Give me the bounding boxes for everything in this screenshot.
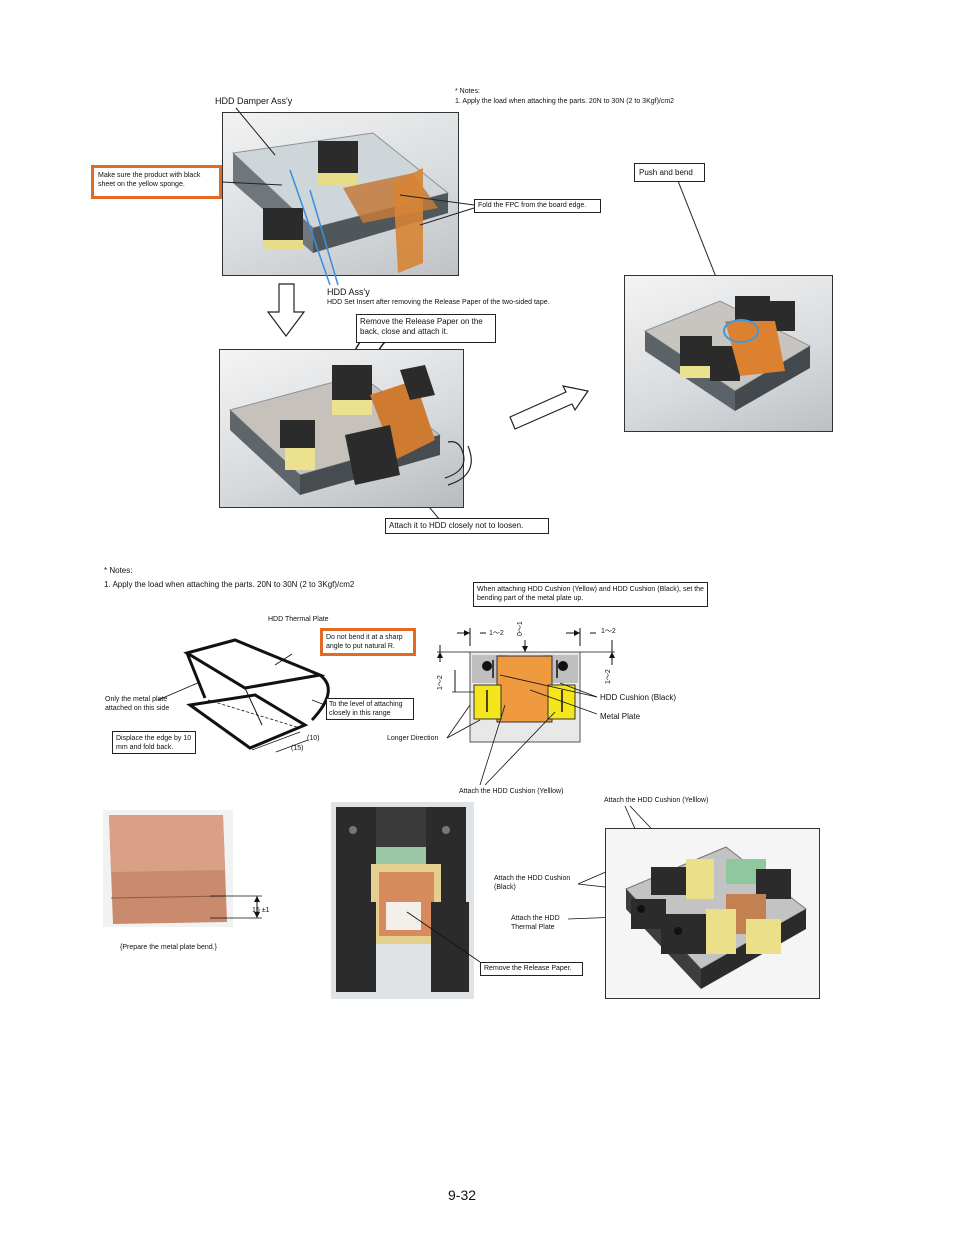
photo-final-assembly xyxy=(605,828,820,999)
dim-15-pm-1: 15 ±1 xyxy=(252,907,270,914)
attach-black-label: Attach the HDD Cushion (Black) xyxy=(494,875,571,891)
photo-hdd-damper-assembly xyxy=(222,112,459,276)
mid-notes-title: * Notes: xyxy=(104,566,133,575)
dim-15-label: (15) xyxy=(291,745,304,752)
prepare-note: {Prepare the metal plate bend.} xyxy=(120,944,217,951)
dim-1-2-vert-left: 1～2 xyxy=(437,675,444,690)
thermal-plate-label: HDD Thermal Plate xyxy=(268,616,329,623)
photo-final-assembly-drawing xyxy=(625,846,807,989)
to-level-note: To the level of attaching closely in thi… xyxy=(326,698,414,720)
page-number: 9-32 xyxy=(448,1187,477,1203)
prepare-text: Prepare the metal plate bend. xyxy=(122,944,215,951)
remove-release-paper-note: Remove the Release Paper. xyxy=(480,962,583,976)
photo-metal-plate-drawing xyxy=(103,810,233,927)
dim-1-2-left: 1～2 xyxy=(489,630,504,637)
attach-yellow-label-bottom: Attach the HDD Cushion (Yelllow) xyxy=(604,797,709,804)
photo-hdd-damper-drawing xyxy=(231,132,450,273)
remove-release-note: Remove the Release Paper on the back, cl… xyxy=(356,314,496,343)
hdd-damper-label: HDD Damper Ass'y xyxy=(215,96,293,106)
dim-10-label: (10) xyxy=(307,735,320,742)
displace-note: Displace the edge by 10 mm and fold back… xyxy=(112,731,196,754)
make-sure-note: Make sure the product with black sheet o… xyxy=(91,165,222,199)
fold-fpc-note: Fold the FPC from the board edge. xyxy=(474,199,601,213)
attach-yellow-label-mid: Attach the HDD Cushion (Yelllow) xyxy=(459,788,564,795)
photo-remove-release-paper xyxy=(331,802,474,999)
attach-closely-note: Attach it to HDD closely not to loosen. xyxy=(385,518,549,534)
attach-thermal-label: Attach the HDD Thermal Plate xyxy=(511,915,560,931)
photo-push-bend xyxy=(624,275,833,432)
photo-remove-release-drawing xyxy=(331,802,474,999)
photo-metal-plate xyxy=(103,810,233,927)
top-notes-title: * Notes: xyxy=(455,88,480,95)
hdd-assy-label: HDD Ass'y xyxy=(327,287,370,297)
push-bend-note: Push and bend xyxy=(634,163,705,182)
metal-plate-label: Metal Plate xyxy=(600,712,641,721)
photo-release-paper-attach xyxy=(219,349,464,508)
when-attaching-note: When attaching HDD Cushion (Yellow) and … xyxy=(473,582,708,607)
photo-release-paper-drawing xyxy=(228,365,442,495)
hdd-cushion-black-label: HDD Cushion (Black) xyxy=(600,693,677,702)
dim-1-2-vert-right: 1～2 xyxy=(605,669,612,684)
mid-notes-line: 1. Apply the load when attaching the par… xyxy=(104,580,355,589)
only-metal-note: Only the metal plate attached on this si… xyxy=(105,696,170,712)
dim-0-1: 0～1 xyxy=(517,621,524,636)
top-notes-line: 1. Apply the load when attaching the par… xyxy=(455,98,675,105)
photo-push-bend-drawing xyxy=(643,296,812,411)
hdd-set-insert-note: HDD Set Insert after removing the Releas… xyxy=(327,299,550,306)
dim-1-2-right: 1～2 xyxy=(601,628,616,635)
do-not-bend-note: Do not bend it at a sharp angle to put n… xyxy=(320,628,416,656)
longer-direction-label: Longer Direction xyxy=(387,735,439,742)
